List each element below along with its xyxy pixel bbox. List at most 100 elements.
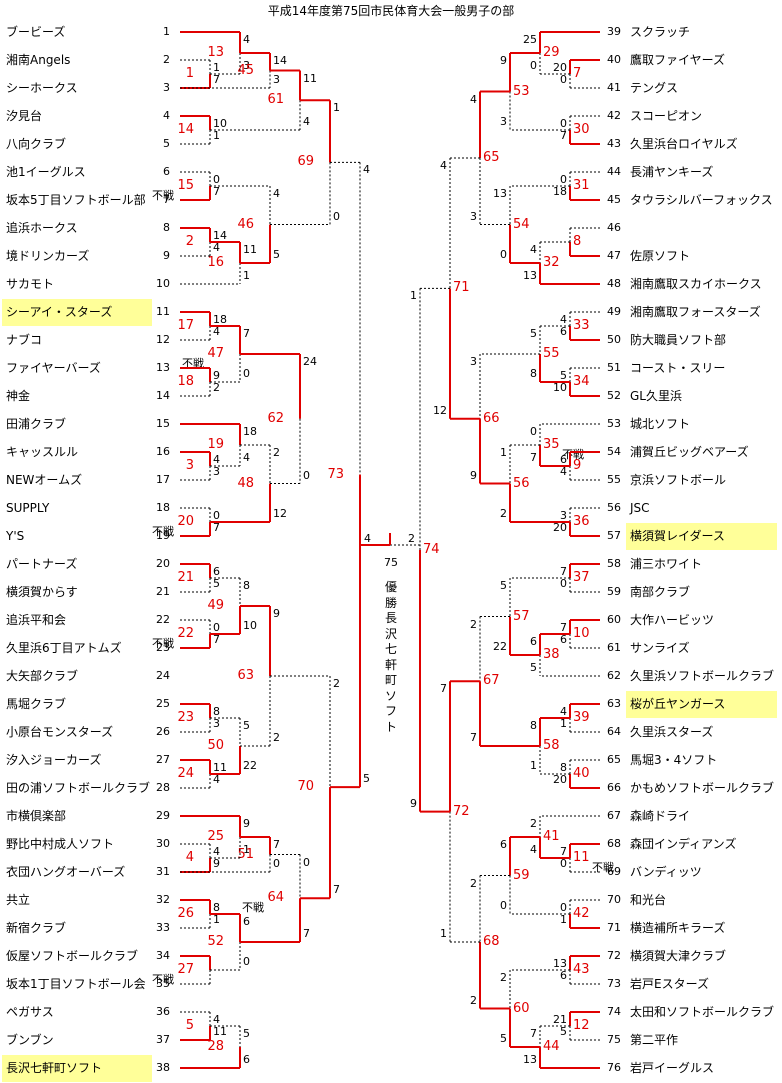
team-name-73: 岩戸Eスターズ <box>630 977 709 991</box>
match-number-72: 72 <box>453 803 470 819</box>
team-number-76: 76 <box>607 1061 621 1074</box>
team-number-2: 2 <box>163 53 170 66</box>
match-number-final: 75 <box>384 556 398 569</box>
team-number-4: 4 <box>163 109 170 122</box>
team-number-9: 9 <box>163 249 170 262</box>
match-number-36: 36 <box>573 514 590 529</box>
score-52-a: 6 <box>243 915 250 928</box>
score-43-b: 6 <box>560 969 567 982</box>
score-21-a: 6 <box>213 565 220 578</box>
score-53-a: 9 <box>500 54 507 67</box>
score-42-a: 0 <box>560 901 567 914</box>
team-number-43: 43 <box>607 137 621 150</box>
match-number-7: 7 <box>573 66 582 81</box>
match-number-44: 44 <box>543 1039 560 1054</box>
score-38-b: 5 <box>530 661 537 674</box>
team-name-44: 長浦ヤンキーズ <box>630 165 714 179</box>
forfeit-label-64: 不戦 <box>242 901 264 915</box>
team-name-7: 坂本5丁目ソフトボール部 <box>6 193 146 207</box>
team-name-52: GL久里浜 <box>630 389 682 403</box>
score-39-a: 4 <box>560 705 567 718</box>
match-number-14: 14 <box>177 122 194 137</box>
forfeit-label-22: 不戦 <box>152 637 174 650</box>
forfeit-label-15: 不戦 <box>152 189 174 202</box>
team-number-30: 30 <box>156 837 170 850</box>
team-number-17: 17 <box>156 473 170 486</box>
team-name-75: 第二平作 <box>630 1033 679 1047</box>
team-number-74: 74 <box>607 1005 621 1018</box>
match-number-25: 25 <box>207 829 224 844</box>
team-number-28: 28 <box>156 781 170 794</box>
team-number-1: 1 <box>163 25 170 38</box>
match-number-41: 41 <box>543 829 560 844</box>
match-number-23: 23 <box>177 710 194 725</box>
team-number-16: 16 <box>156 445 170 458</box>
match-number-65: 65 <box>483 150 500 165</box>
match-number-67: 67 <box>483 673 500 689</box>
match-number-73: 73 <box>327 466 344 482</box>
score-59-b: 0 <box>500 899 507 912</box>
score-24-a: 11 <box>213 761 227 774</box>
forfeit-label-27: 不戦 <box>152 973 174 986</box>
score-10-a: 7 <box>560 621 567 634</box>
match-number-35: 35 <box>543 437 560 452</box>
team-name-64: 久里浜スターズ <box>630 725 714 739</box>
score-40-a: 8 <box>560 761 567 774</box>
team-name-17: NEWオームズ <box>6 473 83 487</box>
team-name-33: 新宿クラブ <box>6 921 67 935</box>
score-23-b: 3 <box>213 717 220 730</box>
score-16-b: 1 <box>243 269 250 282</box>
score-25-b: 1 <box>243 843 250 856</box>
team-number-61: 61 <box>607 641 621 654</box>
match-number-53: 53 <box>513 83 530 99</box>
match-number-22: 22 <box>177 626 194 641</box>
score-4-b: 9 <box>213 857 220 870</box>
score-26-a: 8 <box>213 901 220 914</box>
team-name-12: ナブコ <box>6 333 43 347</box>
team-number-67: 67 <box>607 809 621 822</box>
team-number-73: 73 <box>607 977 621 990</box>
match-number-18: 18 <box>177 374 194 389</box>
team-name-23: 久里浜6丁目アトムズ <box>6 641 122 655</box>
match-number-13: 13 <box>207 45 224 60</box>
team-number-8: 8 <box>163 221 170 234</box>
team-number-42: 42 <box>607 109 621 122</box>
team-number-6: 6 <box>163 165 170 178</box>
team-number-70: 70 <box>607 893 621 906</box>
score-10-b: 6 <box>560 633 567 646</box>
match-number-51: 51 <box>237 846 254 862</box>
team-number-51: 51 <box>607 361 621 374</box>
match-number-47: 47 <box>207 346 224 361</box>
score-63-a: 9 <box>273 607 280 620</box>
score-67-a: 2 <box>470 617 477 631</box>
score-29-a: 25 <box>523 33 537 46</box>
team-number-24: 24 <box>156 669 170 682</box>
score-59-a: 6 <box>500 838 507 851</box>
team-name-8: 追浜ホークス <box>6 221 78 235</box>
team-name-53: 城北ソフト <box>630 417 691 431</box>
score-53-b: 3 <box>500 115 507 128</box>
match-number-69: 69 <box>297 154 314 170</box>
team-name-35: 坂本1丁目ソフトボール会 <box>6 977 146 991</box>
score-50-b: 22 <box>243 759 257 772</box>
team-number-44: 44 <box>607 165 621 178</box>
match-number-2: 2 <box>185 234 194 249</box>
score-63-b: 2 <box>273 731 280 744</box>
score-7-a: 20 <box>553 61 567 74</box>
score-12-b: 5 <box>560 1025 567 1038</box>
team-number-3: 3 <box>163 81 170 94</box>
team-number-15: 15 <box>156 417 170 430</box>
team-name-50: 防大職員ソフト部 <box>630 333 727 347</box>
team-number-7: 7 <box>163 193 170 206</box>
team-name-16: キャッスルル <box>6 445 79 459</box>
team-number-11: 11 <box>156 305 170 318</box>
score-31-a: 0 <box>560 173 567 186</box>
team-name-76: 岩戸イーグルス <box>630 1061 715 1075</box>
team-name-30: 野比中村成人ソフト <box>6 837 115 851</box>
team-name-4: 汐見台 <box>6 109 43 123</box>
match-number-40: 40 <box>573 766 590 781</box>
score-61-a: 11 <box>303 71 317 85</box>
team-number-57: 57 <box>607 529 621 542</box>
team-name-71: 横造補所キラーズ <box>630 921 726 935</box>
team-name-26: 小原台モンスターズ <box>6 725 114 739</box>
